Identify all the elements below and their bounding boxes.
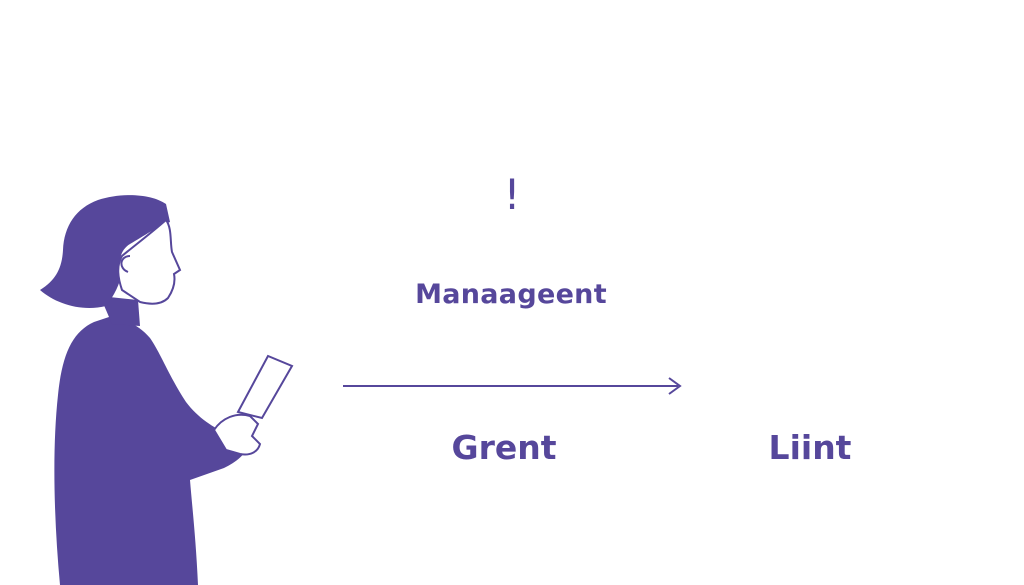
- person-ear: [120, 255, 131, 273]
- exclamation-icon: !: [503, 170, 521, 219]
- connector-arrow: [343, 377, 682, 395]
- person-body: [54, 316, 252, 585]
- person-figure: [40, 195, 294, 585]
- label-top: Manaageent: [415, 279, 607, 310]
- person-hand: [212, 413, 262, 456]
- label-bottom-right: Liint: [768, 428, 852, 467]
- label-bottom-left: Grent: [451, 428, 557, 467]
- person-face: [117, 218, 182, 305]
- arrow-head: [668, 377, 682, 395]
- person-neck: [100, 296, 140, 326]
- tablet-icon: [236, 354, 294, 420]
- person-hair: [40, 195, 170, 309]
